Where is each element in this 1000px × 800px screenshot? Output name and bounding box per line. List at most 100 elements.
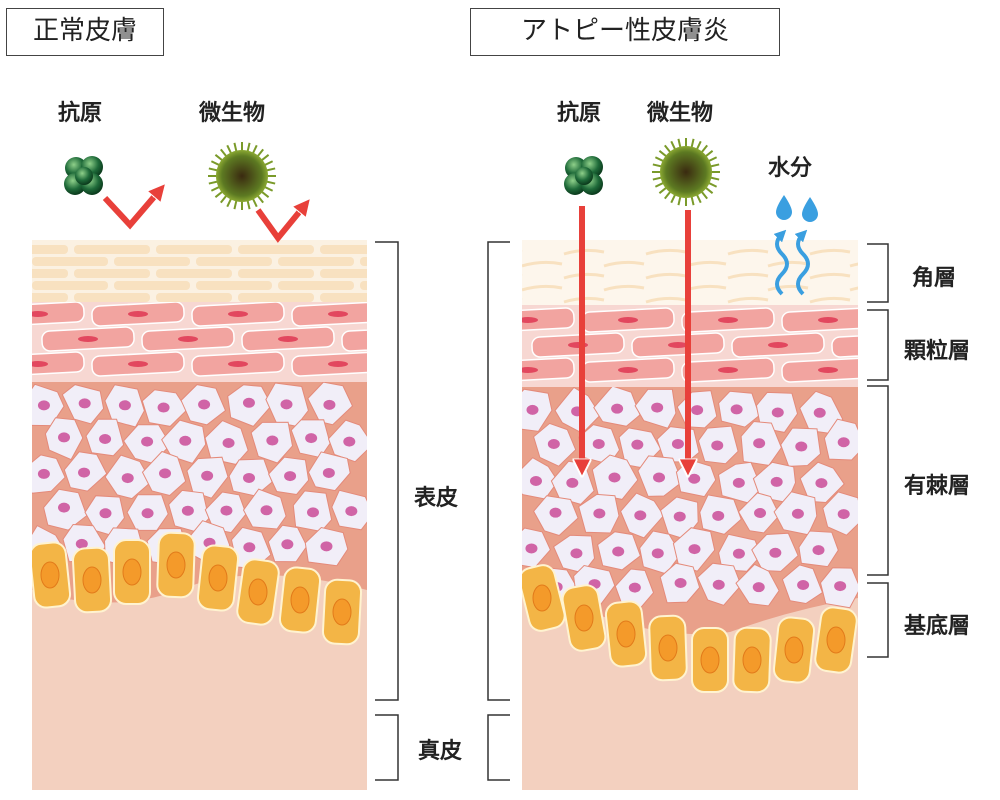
- corneum-cell: [32, 245, 68, 254]
- corneum-cell: [320, 269, 367, 278]
- spinous-bracket: [867, 385, 889, 576]
- cell-nucleus: [128, 361, 148, 367]
- cell-nucleus: [75, 538, 88, 549]
- corneum-cell: [402, 293, 478, 302]
- corneum-cell: [74, 293, 150, 302]
- cell-nucleus: [593, 508, 606, 519]
- microbe-label: 微生物: [199, 101, 266, 126]
- cell-nucleus: [243, 472, 256, 483]
- water-drop-icon: [776, 195, 818, 222]
- cell-nucleus: [834, 581, 847, 592]
- cell-nucleus: [732, 548, 745, 559]
- corneum-cell: [238, 245, 314, 254]
- cell-nucleus: [208, 564, 228, 592]
- cell-nucleus: [771, 407, 784, 418]
- cell-nucleus: [688, 544, 701, 555]
- cell-nucleus: [668, 342, 688, 348]
- cell-nucleus: [918, 317, 938, 323]
- cell-nucleus: [243, 542, 256, 553]
- corneum-cell: [32, 257, 108, 266]
- cell-nucleus: [616, 620, 636, 648]
- basal-cells: [32, 531, 363, 646]
- corneum-flake: [849, 262, 858, 268]
- cell-nucleus: [791, 508, 804, 519]
- cell-nucleus: [266, 435, 279, 446]
- corneum-flake: [727, 272, 769, 280]
- microbe-icon: [652, 138, 720, 206]
- cell-nucleus: [198, 399, 211, 410]
- corneum-cell: [278, 257, 354, 266]
- corneum-cell: [32, 293, 68, 302]
- cell-nucleus: [784, 636, 804, 664]
- dermis-bracket: [487, 714, 510, 781]
- corneum-cell: [360, 281, 367, 290]
- cell-nucleus: [753, 438, 766, 449]
- cell-nucleus: [166, 551, 186, 579]
- cell-nucleus: [37, 468, 50, 479]
- cell-nucleus: [618, 367, 638, 373]
- cell-nucleus: [260, 505, 273, 516]
- cell-nucleus: [343, 436, 356, 447]
- cell-nucleus: [305, 433, 318, 444]
- microbe-icon: [208, 142, 276, 210]
- cell-nucleus: [222, 438, 235, 449]
- cell-nucleus: [566, 477, 579, 488]
- stratum-spinosum-label: 有棘層: [904, 474, 971, 499]
- corneum-cell: [278, 281, 354, 290]
- cell-nucleus: [328, 311, 348, 317]
- cell-nucleus: [547, 438, 560, 449]
- cell-nucleus: [278, 336, 298, 342]
- reflect-arrow-microbe: [255, 205, 305, 243]
- granular-cell: [831, 332, 858, 358]
- cell-nucleus: [428, 361, 448, 367]
- antigen-label: 抗原: [557, 101, 602, 126]
- cell-nucleus: [141, 508, 154, 519]
- corneum-flake: [892, 298, 932, 302]
- cell-nucleus: [522, 367, 538, 373]
- cell-nucleus: [280, 399, 293, 410]
- antigen-label: 抗原: [58, 101, 103, 126]
- cell-nucleus: [290, 586, 310, 614]
- antigen-icon: [564, 156, 603, 195]
- corneum-flake: [603, 260, 645, 268]
- corneum-flake: [522, 284, 563, 292]
- corneum-cell: [238, 293, 314, 302]
- cell-nucleus: [611, 403, 624, 414]
- cell-nucleus: [818, 367, 838, 373]
- cell-nucleus: [868, 342, 888, 348]
- cell-nucleus: [526, 404, 539, 415]
- granular-cell: [882, 308, 975, 333]
- granular-bracket: [867, 309, 889, 381]
- cell-nucleus: [99, 508, 112, 519]
- cell-nucleus: [837, 509, 850, 520]
- cell-nucleus: [525, 543, 538, 554]
- corneum-cell: [320, 245, 367, 254]
- normal-skin-title: 正常皮膚: [6, 8, 164, 56]
- cell-nucleus: [428, 311, 448, 317]
- cell-nucleus: [322, 467, 335, 478]
- granular-cell: [341, 326, 367, 352]
- corneum-cell: [402, 269, 478, 278]
- corneum-cell: [74, 245, 150, 254]
- water-label: 水分: [768, 156, 813, 181]
- cell-nucleus: [378, 336, 398, 342]
- cell-nucleus: [818, 317, 838, 323]
- cell-nucleus: [752, 582, 765, 593]
- cell-nucleus: [306, 507, 319, 518]
- corneum-cell: [156, 293, 232, 302]
- cell-nucleus: [228, 311, 248, 317]
- granular-cells: [32, 301, 448, 377]
- stratum-basale-label: 基底層: [904, 614, 971, 639]
- corneum-cell: [196, 257, 272, 266]
- cell-nucleus: [826, 626, 846, 654]
- corneum-cell: [402, 245, 478, 254]
- corneum-flake: [767, 284, 809, 292]
- cell-nucleus: [651, 548, 664, 559]
- cell-nucleus: [178, 336, 198, 342]
- corneum-cell: [156, 269, 232, 278]
- cell-nucleus: [37, 400, 50, 411]
- cell-nucleus: [284, 471, 297, 482]
- corneum-flake: [809, 272, 851, 280]
- cell-nucleus: [718, 367, 738, 373]
- cell-nucleus: [532, 584, 552, 612]
